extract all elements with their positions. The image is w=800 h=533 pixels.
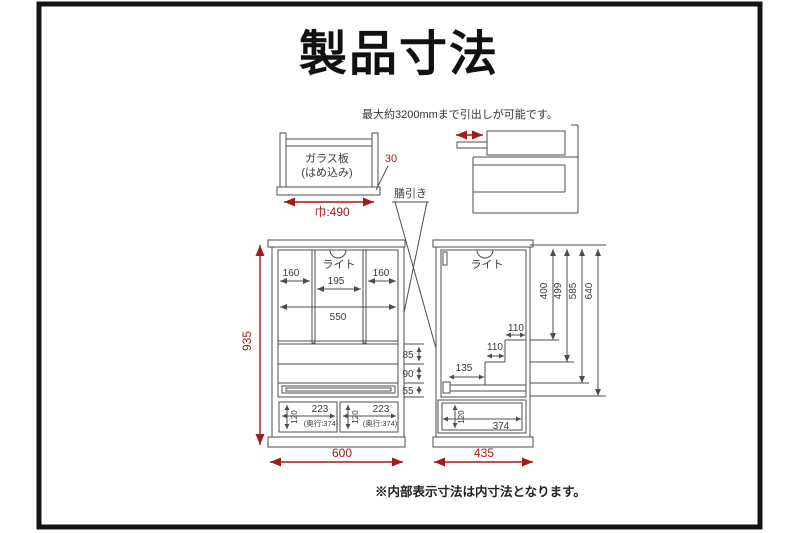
- overall-width-dim: 600: [332, 446, 352, 460]
- glass-thickness-value: 30: [385, 153, 397, 165]
- glass-width-value: 巾:490: [314, 205, 350, 219]
- drawer-left-depth-dim: (奥行:374): [304, 418, 339, 428]
- drawer-right-height-dim: 120: [351, 410, 360, 424]
- step2-depth-dim: 110: [487, 342, 503, 353]
- glass-panel-label-1: ガラス板: [305, 151, 349, 165]
- front-tray-bar: [281, 385, 396, 394]
- front-section-center-dim: 195: [328, 276, 345, 287]
- drawer-left-width-dim: 223: [312, 404, 329, 415]
- extended-tray: [456, 141, 488, 149]
- thickness-leader-line: [375, 165, 389, 191]
- side-drawer: [437, 399, 527, 434]
- glass-panel-label-2: (はめ込み): [301, 166, 352, 179]
- front-inner-width-dim: 550: [330, 312, 347, 323]
- page-frame: [36, 1, 763, 530]
- door-slot: [442, 251, 448, 266]
- step3-depth-dim: 135: [456, 363, 473, 374]
- step1-depth-dim: 110: [508, 323, 524, 334]
- height-step2-dim: 499: [553, 282, 564, 299]
- overall-depth-dim: 435: [474, 446, 494, 460]
- front-view-drawing: ライト 160 195 160 550 120 223 (奥行:374) 120…: [240, 239, 406, 467]
- drawer-right-depth-dim: (奥行:374): [363, 418, 398, 428]
- height-step1-dim: 400: [539, 282, 550, 299]
- slide-tray-label: 膳引き: [394, 186, 427, 200]
- side-tray-bar: [449, 384, 527, 392]
- front-section-left-dim: 160: [283, 268, 300, 279]
- side-tray-front: [442, 381, 451, 394]
- gap-upper-dim: 85: [402, 350, 414, 361]
- front-plinth: [267, 436, 406, 448]
- interior-height-dims: 400 499 585 640: [530, 244, 606, 397]
- side-drawer-depth-dim: 374: [493, 421, 510, 432]
- overall-height-dim: 935: [240, 331, 254, 351]
- front-section-right-dim: 160: [373, 268, 390, 279]
- side-view-drawing: ライト 110 110 135 120 374 435: [432, 239, 534, 467]
- page-title: 製品寸法: [299, 28, 499, 81]
- drawer-left-height-dim: 120: [290, 410, 299, 424]
- slide-out-detail-drawing: [456, 124, 579, 214]
- height-tray-dim: 585: [568, 282, 579, 299]
- drawer-right-width-dim: 223: [373, 404, 390, 415]
- front-light-label: ライト: [323, 259, 356, 271]
- side-drawer-height-dim: 120: [457, 410, 466, 424]
- gap-tray-dim: 55: [402, 386, 414, 397]
- internal-dims-note: ※内部表示寸法は内寸法となります。: [375, 484, 586, 499]
- light-notch-side: [476, 249, 494, 259]
- front-top-cap: [267, 239, 406, 248]
- front-vertical-gap-dims: 85 90 55: [402, 343, 424, 398]
- side-top-cap: [432, 239, 534, 248]
- glass-panel-drawing: ガラス板 (はめ込み) 30 巾:490: [276, 132, 397, 219]
- slide-out-note: 最大約3200mmまで引出しが可能です。: [362, 107, 558, 121]
- gap-middle-dim: 90: [402, 369, 414, 380]
- height-inner-dim: 640: [584, 282, 595, 299]
- side-plinth: [432, 436, 534, 448]
- side-light-label: ライト: [471, 259, 504, 271]
- light-notch: [329, 249, 347, 259]
